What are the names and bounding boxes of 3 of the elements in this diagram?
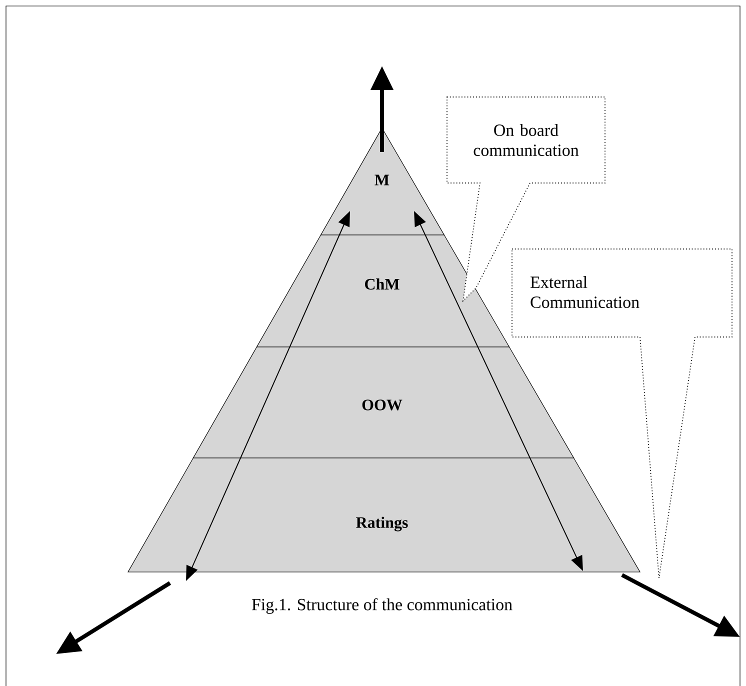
caption: Fig.1. Structure of the communication — [252, 598, 512, 614]
level-label: OOW — [362, 400, 402, 410]
level-label: ChM — [365, 278, 400, 290]
